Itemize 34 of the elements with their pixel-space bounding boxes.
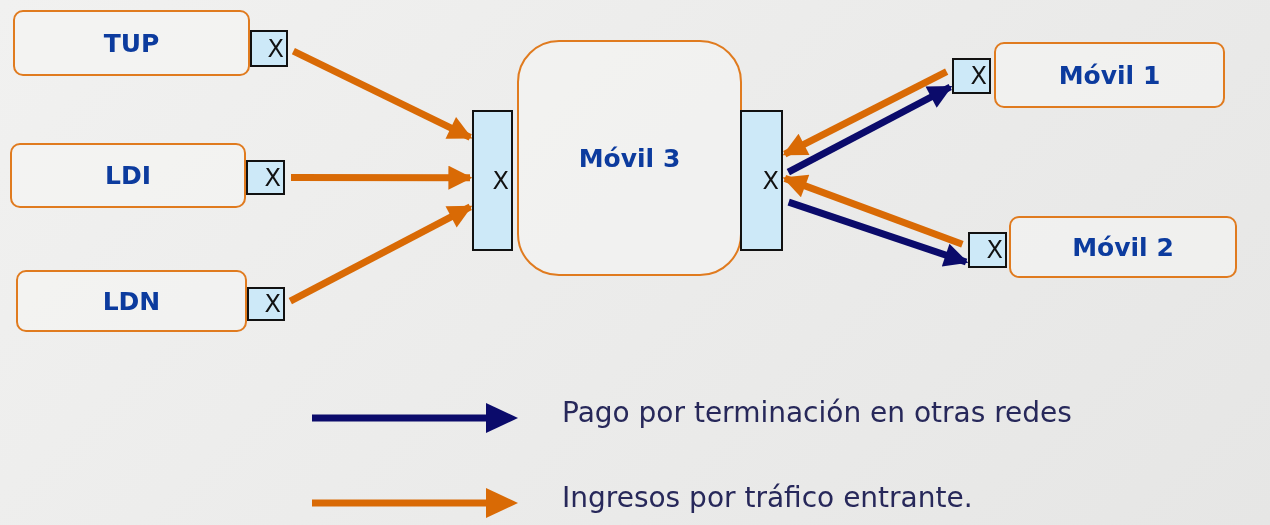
network-label: LDI	[105, 161, 151, 190]
arrow	[787, 198, 969, 267]
interconnection-port	[968, 232, 1007, 268]
network-box	[10, 143, 246, 208]
port-label: X	[492, 168, 509, 193]
network-box	[16, 270, 247, 332]
port-label: X	[986, 238, 1003, 262]
port-label: X	[264, 165, 281, 190]
legend-label: Pago por terminación en otras redes	[562, 396, 1072, 429]
network-box	[994, 42, 1225, 108]
interconnection-port	[740, 110, 783, 251]
network-box	[517, 40, 742, 276]
network-box	[1009, 216, 1237, 278]
arrow	[786, 83, 953, 176]
interconnection-port	[246, 160, 285, 195]
arrow	[782, 174, 964, 248]
port-label: X	[762, 168, 779, 193]
port-label: X	[264, 292, 281, 316]
network-label: Móvil 2	[1072, 232, 1174, 262]
interconnection-port	[250, 30, 288, 67]
network-label: Móvil 3	[578, 143, 681, 173]
interconnection-port	[472, 110, 513, 251]
network-box	[13, 10, 250, 76]
arrow	[782, 68, 949, 158]
network-label: TUP	[103, 28, 160, 58]
interconnection-port	[247, 287, 285, 321]
port-label: X	[267, 36, 284, 61]
network-label: Móvil 1	[1058, 60, 1161, 90]
interconnection-port	[952, 58, 991, 94]
port-label: X	[970, 64, 987, 88]
legend-label: Ingresos por tráfico entrante.	[562, 481, 973, 514]
arrow	[291, 48, 473, 141]
arrow	[288, 203, 473, 305]
network-label: LDN	[102, 286, 161, 316]
